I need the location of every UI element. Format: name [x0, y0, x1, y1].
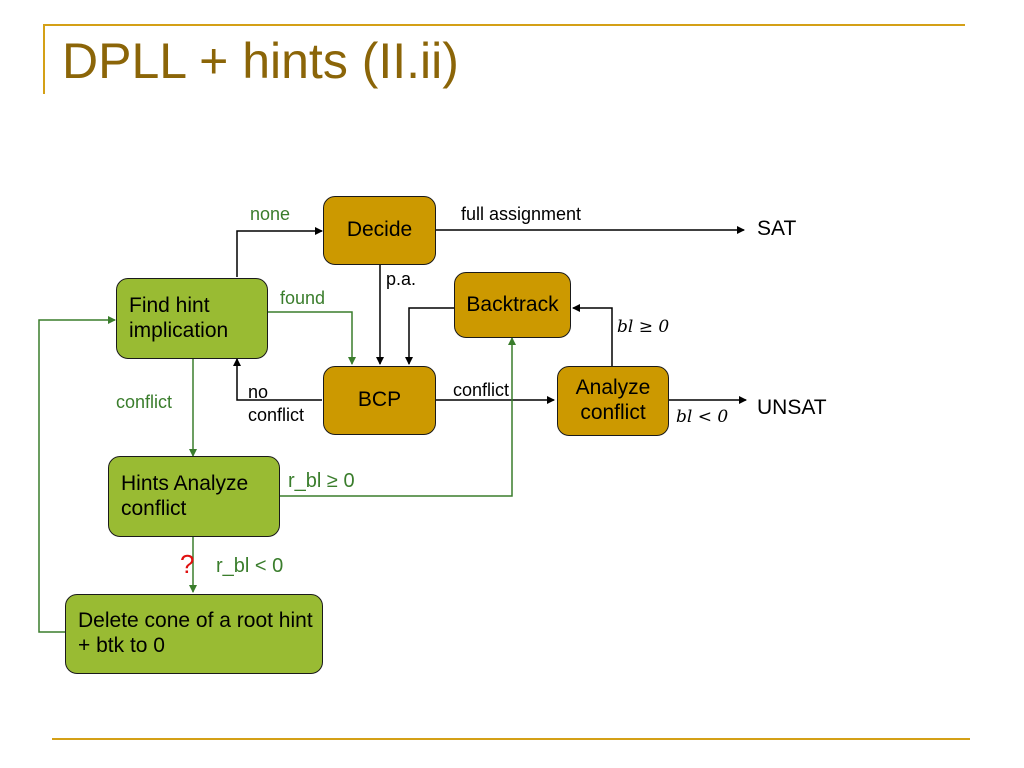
bcp-node: BCP [323, 366, 436, 435]
analyze-conflict-label: Analyze conflict [575, 376, 651, 424]
bcp-label: BCP [357, 388, 402, 412]
edge-none [236, 227, 323, 277]
label-conflict-bcp: conflict [453, 380, 510, 400]
label-bl-lt-0: bl < 0 [676, 407, 729, 427]
find-hint-label: Find hint implication [129, 293, 229, 342]
analyze-conflict-node: Analyze conflict [557, 366, 669, 436]
sat-outcome: SAT [757, 217, 797, 240]
decide-node: Decide [323, 196, 436, 265]
hints-analyze-node: Hints Analyze conflict [108, 456, 280, 537]
backtrack-label: Backtrack [466, 292, 559, 316]
decide-label: Decide [346, 218, 413, 242]
label-none: none [250, 204, 291, 224]
edge-no-conflict [233, 358, 322, 401]
edge-bl-ge-0 [572, 304, 613, 366]
footer-rule [52, 738, 970, 740]
label-found: found [280, 288, 326, 308]
edge-found [268, 311, 356, 365]
label-pa: p.a. [386, 269, 417, 289]
label-bl-ge-0: bl ≥ 0 [617, 317, 670, 337]
question-mark: ? [180, 549, 195, 579]
label-no-conflict: no conflict [248, 382, 305, 425]
title-rule-left [43, 24, 45, 94]
find-hint-node: Find hint implication [116, 278, 268, 359]
delete-cone-node: Delete cone of a root hint + btk to 0 [65, 594, 323, 674]
backtrack-node: Backtrack [454, 272, 571, 338]
delete-cone-label: Delete cone of a root hint + btk to 0 [78, 609, 313, 657]
label-r-bl-ge-0: r_bl ≥ 0 [288, 470, 355, 492]
label-r-bl-lt-0: r_bl < 0 [216, 555, 284, 577]
edge-r-bl-ge-0 [280, 337, 516, 497]
unsat-outcome: UNSAT [757, 396, 827, 419]
slide-title: DPLL + hints (II.ii) [62, 33, 459, 89]
edge-backtrack-bcp [405, 307, 454, 365]
hints-analyze-label: Hints Analyze conflict [121, 471, 249, 520]
label-conflict-hint: conflict [116, 392, 173, 412]
label-full-assignment: full assignment [461, 204, 582, 224]
title-rule-top [43, 24, 965, 26]
edge-loop-back [38, 316, 116, 633]
